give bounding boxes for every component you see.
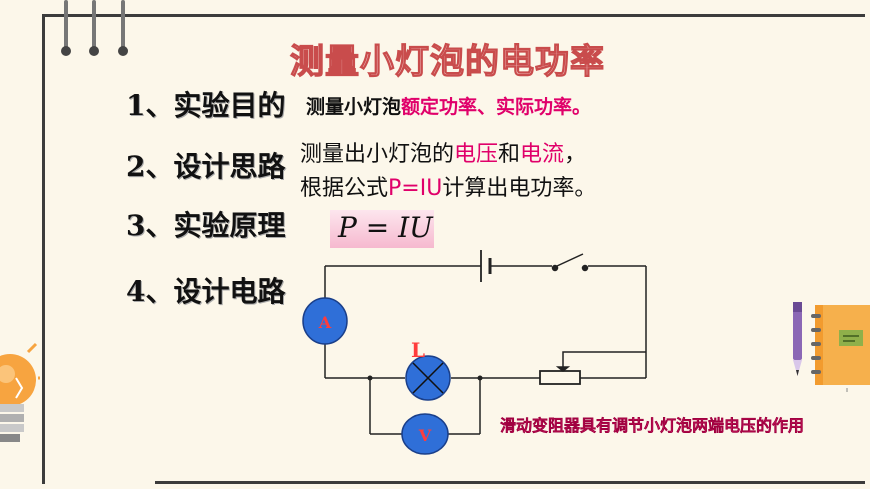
purpose-text: 测量小灯泡额定功率、实际功率。 <box>306 92 591 119</box>
page-title: 测量小灯泡的电功率 <box>289 41 605 82</box>
section-purpose: 1、实验目的 <box>126 89 286 122</box>
idea-line-2: 根据公式P=IU计算出电功率。 <box>300 170 596 202</box>
pushpin-icon <box>92 0 96 48</box>
voltmeter <box>401 413 449 455</box>
circuit-diagram: A L V <box>302 250 647 455</box>
idea-text: 测量出小灯泡的 <box>300 142 455 167</box>
light-bulb-icon <box>0 342 40 442</box>
ammeter <box>302 297 348 345</box>
pushpin-icon <box>64 0 68 48</box>
idea-comma: ， <box>564 142 587 167</box>
idea-and: 和 <box>498 142 521 167</box>
formula-box: P = IU <box>330 210 434 248</box>
ammeter-label: A <box>318 313 332 332</box>
idea-line-1: 测量出小灯泡的电压和电流， <box>300 136 586 168</box>
purpose-prefix: 测量小灯泡 <box>306 96 402 118</box>
pushpin-icon <box>121 0 125 48</box>
lamp-label: L <box>411 338 425 362</box>
rheostat-note: 滑动变阻器具有调节小灯泡两端电压的作用 <box>500 416 805 435</box>
frame-gap <box>45 478 155 484</box>
idea-current: 电流 <box>520 142 565 167</box>
formula-text: P = IU <box>338 211 433 244</box>
pushpin-icon <box>118 46 128 56</box>
idea-voltage: 电压 <box>454 142 499 167</box>
purpose-highlight: 额定功率、实际功率。 <box>401 96 592 118</box>
section-circuit: 4、设计电路 <box>126 275 286 308</box>
voltmeter-label: V <box>418 426 432 445</box>
pen-icon <box>793 302 802 376</box>
pushpin-icon <box>61 46 71 56</box>
idea-text-3: 计算出电功率。 <box>442 176 597 201</box>
section-idea: 2、设计思路 <box>126 150 286 183</box>
idea-text-2: 根据公式 <box>300 176 389 201</box>
notebook-icon <box>793 302 870 392</box>
slide-frame <box>42 14 865 484</box>
pushpin-icon <box>89 46 99 56</box>
idea-formula: P=IU <box>388 176 443 201</box>
section-principle: 3、实验原理 <box>126 209 286 242</box>
